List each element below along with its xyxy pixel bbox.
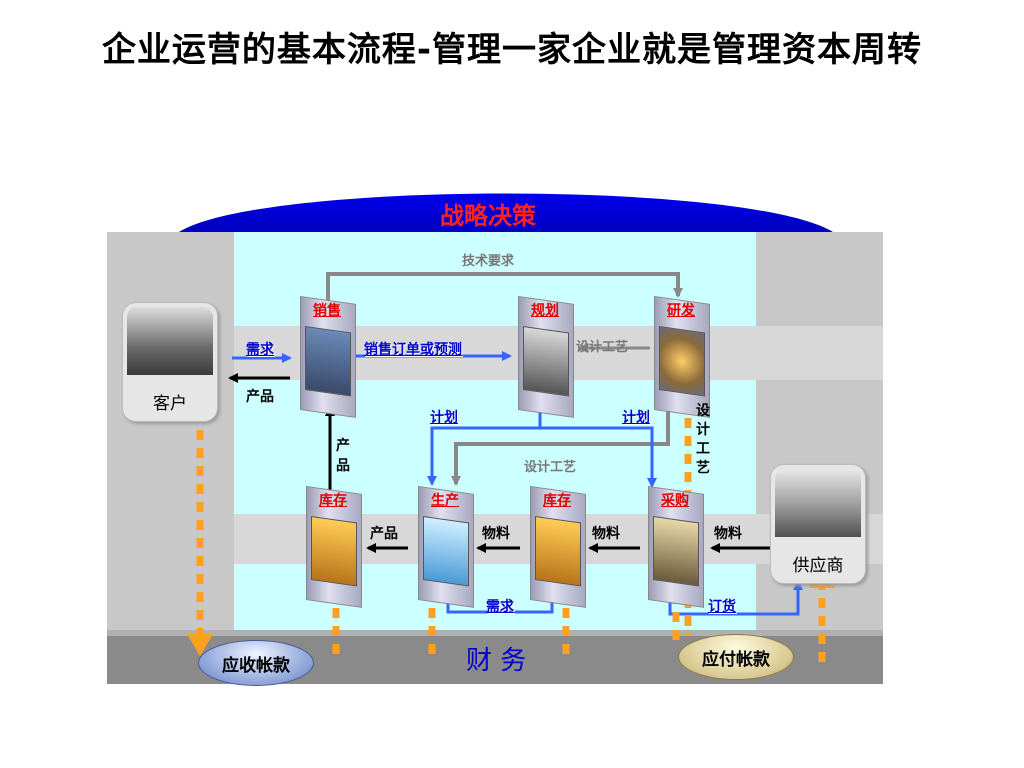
customer-box: 客户 [122,302,218,422]
order-goods-label: 订货 [708,599,736,615]
material-label-1: 物料 [482,526,510,542]
node-planning: 规划 [514,296,574,418]
node-production-label: 生产 [431,493,459,509]
supplier-box: 供应商 [770,464,866,584]
node-rd: 研发 [650,296,710,418]
node-production: 生产 [414,486,474,608]
tech-req-label: 技术要求 [462,254,515,269]
node-inventory-fg-label: 库存 [319,493,347,509]
inventory-raw-photo [535,516,581,587]
strategy-banner: 战略决策 [440,202,536,230]
sales-photo [305,326,351,397]
design-process-label-2: 设计工艺 [524,460,577,475]
finance-label: 财 务 [466,646,527,676]
node-planning-label: 规划 [531,303,559,319]
node-rd-label: 研发 [667,303,695,319]
product-vertical-label: 产品 [336,438,350,474]
inventory-fg-photo [311,516,357,587]
demand-bottom-label: 需求 [486,599,514,615]
product-bottom-label: 产品 [370,526,398,542]
plan-right-label: 计划 [622,410,650,426]
strategy-dome [176,193,836,234]
design-process-vertical-label: 设计工艺 [696,403,710,476]
receivable-ellipse: 应收帐款 [198,640,314,686]
design-arrow-2 [451,405,670,486]
customer-photo [127,307,213,375]
supplier-photo [775,469,861,537]
product-out-label: 产品 [246,389,274,405]
material-label-2: 物料 [592,526,620,542]
payable-ellipse: 应付帐款 [678,634,794,680]
left-side-panel [107,232,234,630]
demand-label: 需求 [246,342,274,358]
node-inventory-fg: 库存 [302,486,362,608]
production-photo [423,516,469,587]
node-purchasing: 采购 [644,486,704,608]
node-sales-label: 销售 [313,303,341,319]
node-inventory-raw-label: 库存 [543,493,571,509]
node-inventory-raw: 库存 [526,486,586,608]
order-forecast-label: 销售订单或预测 [364,342,462,358]
node-purchasing-label: 采购 [661,493,689,509]
plan-left-label: 计划 [430,410,458,426]
node-sales: 销售 [296,296,356,418]
design-process-label-1: 设计工艺 [576,340,629,355]
material-label-3: 物料 [714,526,742,542]
plan-arrow-left [427,400,542,486]
planning-photo [523,326,569,397]
tech-req-arrow [326,272,683,300]
plan-arrow-right [540,426,657,488]
page-title: 企业运营的基本流程-管理一家企业就是管理资本周转 [101,30,923,70]
customer-label: 客户 [153,394,187,414]
rd-photo [659,326,705,397]
purchasing-photo [653,516,699,587]
supplier-label: 供应商 [792,556,844,576]
